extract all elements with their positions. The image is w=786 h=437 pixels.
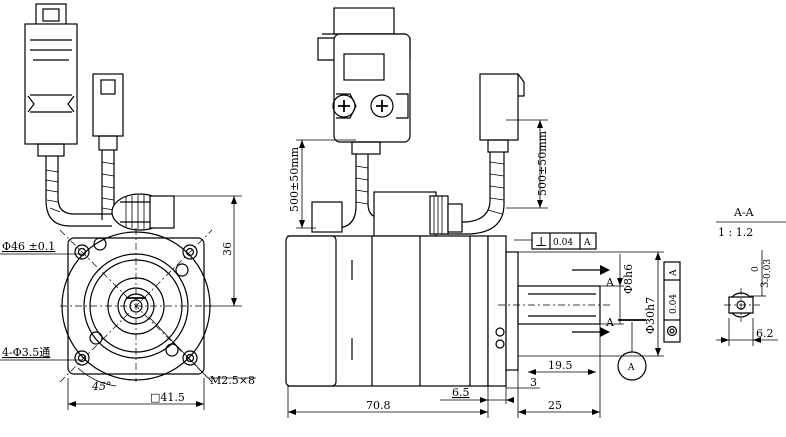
front-flange bbox=[59, 228, 213, 383]
cable-length-1: 500±50mm bbox=[288, 146, 301, 212]
perp-symbol: ⊥ bbox=[535, 235, 547, 250]
runout-datum: A bbox=[669, 269, 679, 277]
power-connector-left bbox=[92, 73, 124, 151]
dim-thread: M2.5×8 bbox=[210, 374, 255, 387]
motor-body bbox=[285, 235, 519, 387]
encoder-connector-side bbox=[317, 7, 411, 155]
dim-angle: 45° bbox=[91, 380, 112, 393]
cables-left bbox=[45, 150, 175, 231]
side-cable-dims: 500±50mm 500±50mm bbox=[288, 119, 549, 229]
cables-side bbox=[311, 152, 505, 237]
dim-key: 19.5 bbox=[548, 359, 573, 372]
dim-flange: □41.5 bbox=[150, 391, 185, 404]
motor-shaft bbox=[498, 285, 612, 325]
section-title: A-A bbox=[733, 206, 755, 219]
dim-body: 70.8 bbox=[366, 399, 391, 412]
perp-datum: A bbox=[583, 238, 591, 248]
dim-height: 36 bbox=[221, 242, 234, 256]
dim-flat: 6.2 bbox=[756, 327, 774, 340]
tol-lower: -0.03 bbox=[763, 259, 773, 282]
dim-shaft-len: 25 bbox=[548, 399, 562, 412]
cable-length-2: 500±50mm bbox=[536, 130, 549, 196]
dim-pilot: Φ30h7 bbox=[644, 297, 657, 334]
dim-flat-base: 3 bbox=[760, 282, 771, 288]
encoder-connector-left bbox=[24, 3, 78, 157]
perp-tol: 0.04 bbox=[553, 238, 573, 248]
shaft-dimensions: Φ8h6 Φ30h7 A 0.04 A bbox=[518, 251, 681, 381]
dim-pilot-len: 3 bbox=[530, 376, 537, 389]
tol-upper: 0 bbox=[751, 266, 761, 272]
section-scale: 1 : 1.2 bbox=[718, 226, 753, 239]
dim-pcd: Φ46 ±0.1 bbox=[2, 240, 55, 253]
side-bottom-dims: 70.8 6.5 3 25 19.5 bbox=[287, 324, 601, 418]
dim-flange-thk: 6.5 bbox=[452, 386, 470, 399]
perpendicularity-frame: ⊥ 0.04 A bbox=[514, 232, 597, 250]
runout-tol: 0.04 bbox=[669, 294, 679, 314]
section-mark-bottom: A bbox=[605, 316, 615, 329]
section-mark-top: A bbox=[605, 276, 615, 289]
front-dimensions: Φ46 ±0.1 4-Φ3.5通 45° □41.5 M2.5×8 36 bbox=[0, 195, 256, 410]
datum-label: A bbox=[627, 363, 635, 373]
dim-shaft: Φ8h6 bbox=[622, 264, 635, 294]
dim-holes: 4-Φ3.5通 bbox=[2, 346, 50, 359]
section-markers: A A bbox=[572, 265, 646, 337]
side-view: A A 500±50mm 500±50mm ⊥ 0.04 bbox=[285, 7, 681, 418]
front-view: Φ46 ±0.1 4-Φ3.5通 45° □41.5 M2.5×8 36 bbox=[0, 3, 256, 410]
section-view: A-A 1 : 1.2 3 0 -0.03 6.2 bbox=[716, 206, 786, 346]
power-connector-side bbox=[479, 73, 525, 153]
